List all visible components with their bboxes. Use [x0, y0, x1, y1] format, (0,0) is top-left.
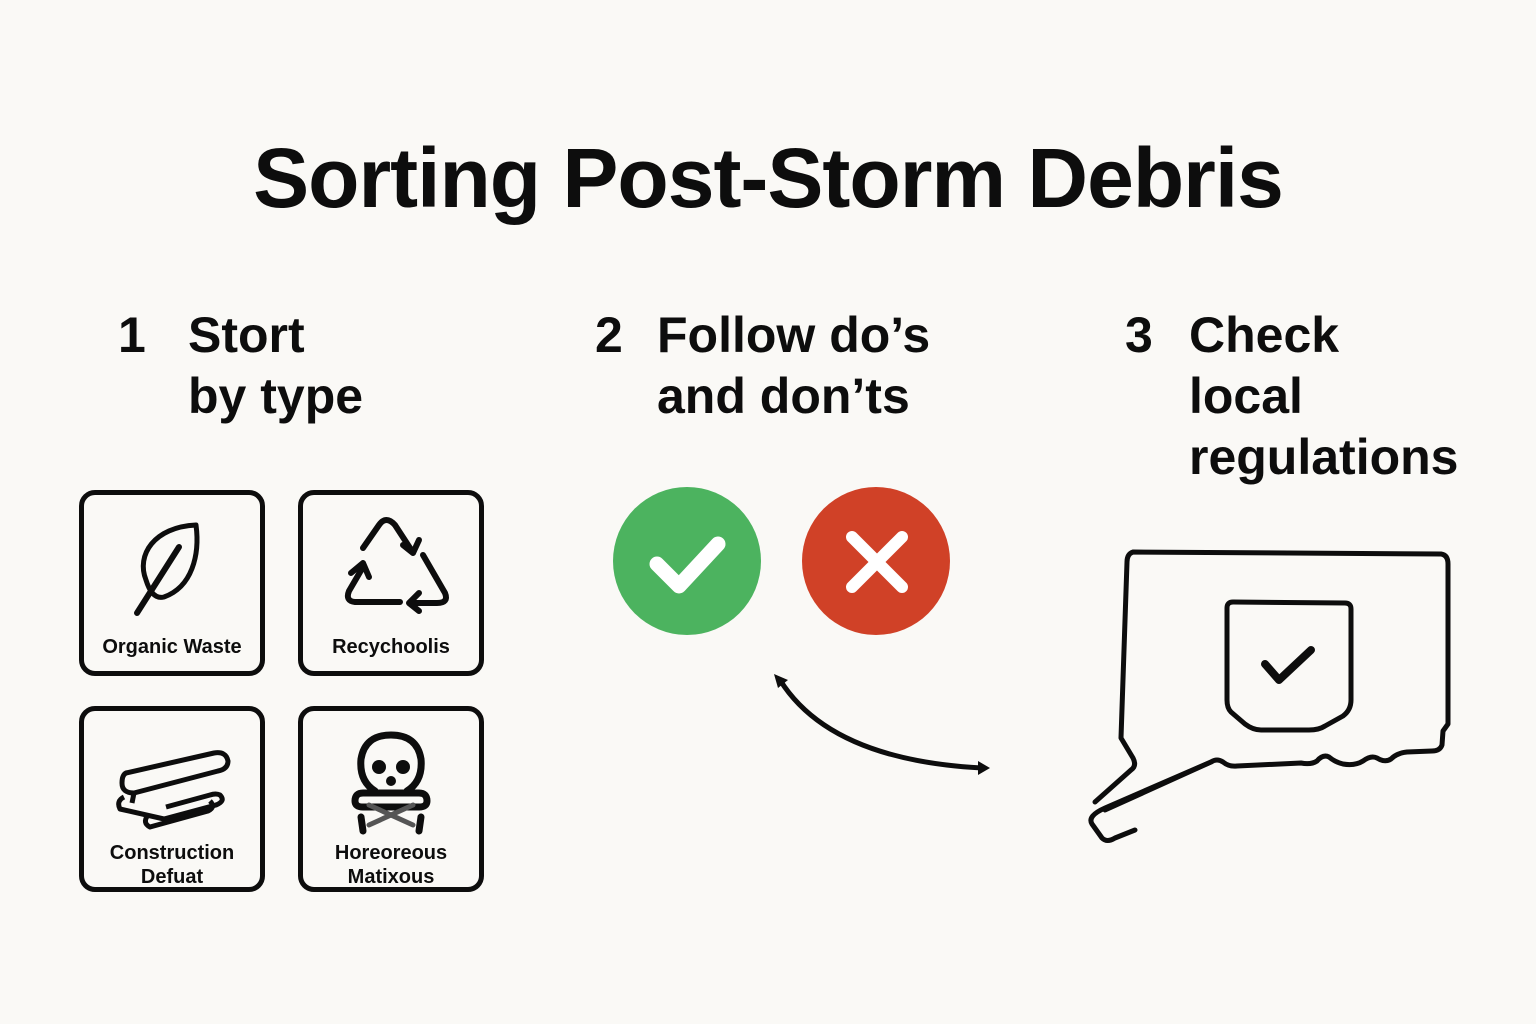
step-title-line: and don’ts	[657, 368, 910, 424]
step-title-line: Check	[1189, 307, 1340, 363]
category-tile-hazardous-materials: Horeoreous Matixous	[298, 706, 484, 892]
step-title-line: regulations	[1189, 429, 1459, 485]
tile-label-line: Matixous	[347, 866, 435, 888]
tile-label: Organic Waste	[102, 636, 242, 658]
step-number: 3	[1125, 307, 1153, 363]
category-tile-recyclables: Recychoolis	[298, 490, 484, 676]
shield-check-icon	[1224, 599, 1354, 733]
step-title-line: local	[1189, 368, 1303, 424]
do-badge	[613, 487, 761, 635]
skull-crossbones-icon	[351, 731, 431, 835]
category-tile-construction-debris: Construction Defuat	[79, 706, 265, 892]
checkmark-icon	[649, 536, 726, 594]
step-title: Follow do’s and don’ts	[657, 305, 930, 427]
dont-badge	[802, 487, 950, 635]
step-title-line: Stort	[188, 307, 305, 363]
step-number: 1	[118, 307, 146, 363]
tile-label-line: Horeoreous	[334, 842, 448, 864]
tile-label: Horeoreous Matixous	[303, 841, 479, 889]
leaf-icon	[134, 522, 200, 616]
step-title-line: Follow do’s	[657, 307, 931, 363]
x-mark-icon	[846, 531, 908, 593]
recycle-icon	[344, 517, 449, 614]
curved-arrow-icon	[774, 674, 990, 775]
step-title: Check local regulations	[1189, 305, 1458, 488]
tile-label-line: Construction	[109, 842, 235, 864]
category-tile-organic-waste: Organic Waste	[79, 490, 265, 676]
step-title-line: by type	[188, 368, 364, 424]
tile-label-line: Defuat	[140, 866, 204, 888]
page-title: Sorting Post-Storm Debris	[253, 131, 1284, 225]
tile-label: Recychoolis	[332, 636, 450, 658]
state-outline-icon	[1088, 549, 1451, 843]
step-number: 2	[595, 307, 623, 363]
step-title: Stort by type	[188, 305, 363, 427]
planks-icon	[116, 750, 231, 830]
tile-label: Construction Defuat	[84, 841, 260, 889]
